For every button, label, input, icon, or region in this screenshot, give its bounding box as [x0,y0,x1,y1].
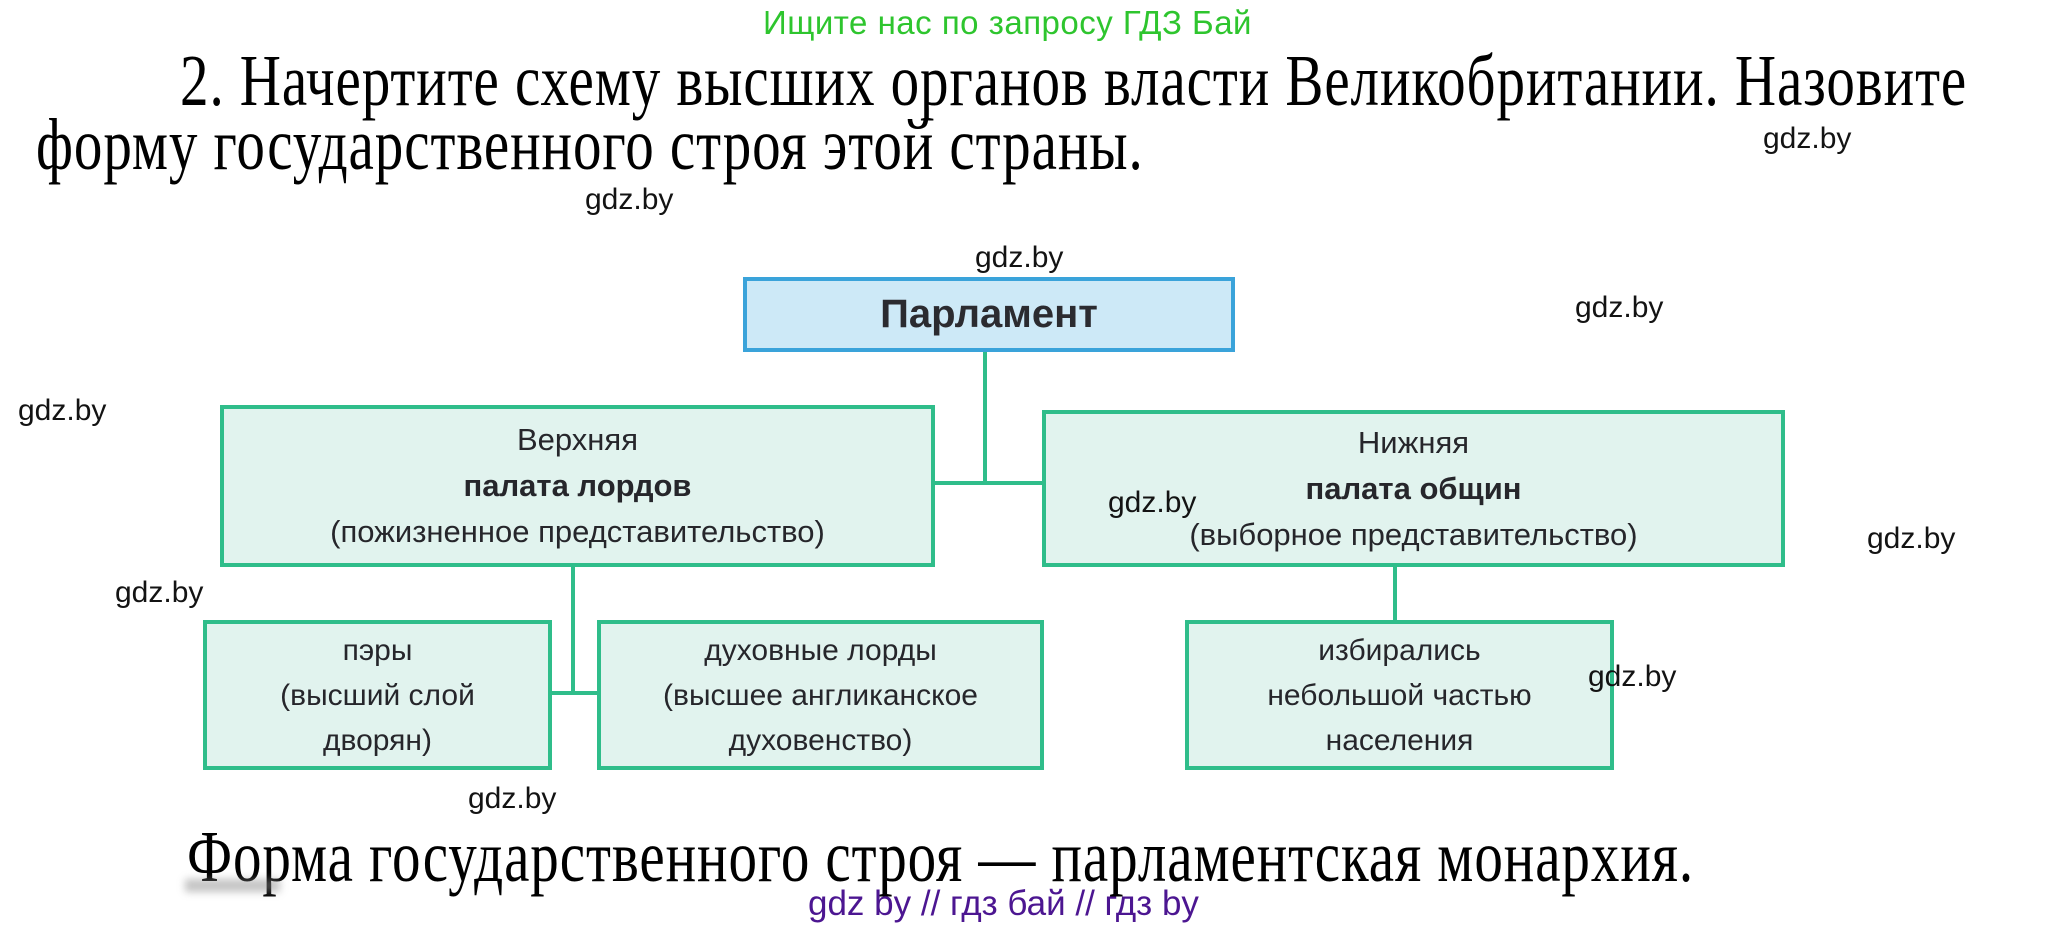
watermark: gdz.by [1588,660,1677,693]
watermark: gdz.by [1867,522,1956,555]
node-lower-house-line3: (выборное представительство) [1189,516,1638,552]
watermark: gdz.by [115,576,204,609]
node-lower-house: Нижняя палата общин (выборное представит… [1042,410,1785,567]
node-upper-house-line3: (пожизненное представительство) [330,514,825,549]
node-upper-house: Верхняя палата лордов (пожизненное предс… [220,405,935,567]
node-peers: пэры (высший слой дворян) [203,620,552,770]
watermark: gdz.by [1108,486,1197,519]
node-lower-house-line1: Нижняя [1357,424,1470,460]
connector-subboxes-bridge [552,691,597,695]
ink-smudge [185,879,280,892]
node-peers-line3: дворян) [323,723,432,757]
node-commons-note-line1: избирались [1318,633,1481,667]
node-parliament: Парламент [743,277,1235,352]
node-peers-line1: пэры [342,633,413,667]
promo-text: Ищите нас по запросу ГДЗ Бай [763,4,1252,41]
node-parliament-label: Парламент [880,292,1098,336]
task-text-line-1: 2. Начертите схему высших органов власти… [180,41,1968,122]
watermark: gdz.by [975,241,1064,274]
connector-parliament-down [983,352,987,485]
task-text-line-2: форму государственного строя этой страны… [36,105,1144,186]
footer-tags-text: gdz by // гдз бай // гдз by [808,884,1199,923]
node-upper-house-line1: Верхняя [516,422,638,457]
connector-houses-bridge [935,481,1042,485]
node-commons-note-line3: населения [1325,723,1474,757]
connector-commons-down [1393,567,1397,620]
node-lords-spiritual: духовные лорды (высшее англиканское духо… [597,620,1044,770]
node-peers-line2: (высший слой [280,678,475,712]
node-upper-house-line2: палата лордов [463,468,692,503]
answer-text: Форма государственного строя — парламент… [187,817,1695,898]
node-lords-spiritual-line3: духовенство) [728,723,913,757]
watermark: gdz.by [1763,122,1852,155]
node-commons-note-line2: небольшой частью [1267,678,1532,712]
watermark: gdz.by [468,782,557,815]
node-lords-spiritual-line1: духовные лорды [704,633,937,667]
node-lords-spiritual-line2: (высшее англиканское [663,678,978,712]
watermark: gdz.by [1575,291,1664,324]
connector-lords-down [571,567,575,695]
node-commons-note: избирались небольшой частью населения [1185,620,1614,770]
node-lower-house-line2: палата общин [1305,470,1522,506]
watermark: gdz.by [585,183,674,216]
watermark: gdz.by [18,394,107,427]
